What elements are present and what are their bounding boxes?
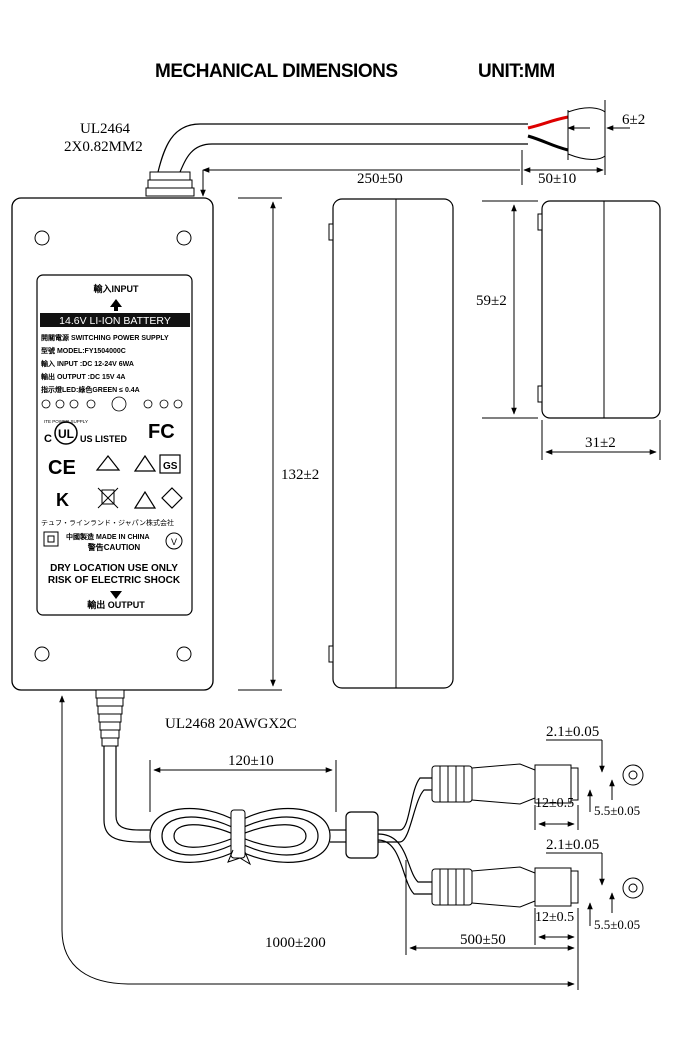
adapter-body-side [332, 198, 454, 689]
plug1-barrel-len: 12±0.5 [535, 796, 574, 811]
screw-hole-br [176, 646, 192, 662]
total-length-dim-line [59, 695, 575, 987]
kc-mark-icon: K [56, 490, 69, 510]
jacket-strip-dim: 50±10 [538, 171, 576, 187]
output-cable-spec: UL2468 20AWGX2C [165, 716, 297, 732]
body-length-dim: 132±2 [281, 467, 319, 483]
label-input-heading: 輸入INPUT [93, 283, 139, 294]
tuv-line: テュフ・ラインランド・ジャパン株式会社 [41, 518, 174, 527]
made-in-line: 中國製造 MADE IN CHINA [66, 532, 150, 541]
ite-line: ITE POWER SUPPLY [44, 419, 88, 424]
fcc-mark-icon: FC [148, 421, 175, 443]
gs-mark-glyph: GS [163, 461, 178, 472]
ul-listed-text: US LISTED [80, 434, 128, 444]
body-height-dim: 59±2 [476, 293, 507, 309]
dc-plug-lower-end [622, 877, 644, 899]
input-cable [157, 123, 528, 173]
body-width-dim: 31±2 [585, 435, 616, 451]
ferrite-core [345, 811, 379, 859]
warning-line-2: RISK OF ELECTRIC SHOCK [48, 575, 181, 586]
adapter-body-end [541, 200, 661, 419]
battery-banner: 14.6V LI-ION BATTERY [59, 315, 171, 327]
output-strain-relief [95, 689, 125, 747]
weee-bin-icon [97, 487, 119, 509]
svg-text:UL: UL [58, 427, 74, 441]
input-strain-relief [145, 171, 195, 197]
gs-mark-icon [159, 454, 181, 474]
efficiency-v-glyph: V [171, 537, 177, 547]
end-clip-top [537, 213, 543, 231]
output-arrow-icon [110, 591, 122, 599]
polarity-symbols [41, 396, 183, 412]
total-length-dim: 1000±200 [265, 935, 326, 951]
diamond-mark-icon [161, 487, 183, 509]
input-cable-spec-1: UL2464 [80, 121, 130, 137]
plug1-outer-dia: 5.5±0.05 [594, 803, 640, 818]
strip-length-dim: 6±2 [622, 112, 645, 128]
screw-hole-tr [176, 230, 192, 246]
label-line-1: 開關電源 SWITCHING POWER SUPPLY [41, 333, 169, 342]
end-clip-bottom [537, 385, 543, 403]
screw-hole-bl [34, 646, 50, 662]
pse-mark-icon [95, 455, 121, 471]
battery-banner-bg [40, 313, 190, 327]
input-cable-spec-2: 2X0.82MM2 [64, 139, 143, 155]
cable-length-dim: 250±50 [357, 171, 403, 187]
efficiency-v-icon [165, 532, 183, 550]
ul-mark-icon: UL C [44, 421, 78, 445]
input-arrow-icon [110, 299, 122, 311]
unit-label: UNIT:MM [478, 61, 555, 82]
rcm-mark-icon [133, 454, 157, 472]
ce-mark-icon: CE [48, 457, 76, 479]
plug2-inner-dia: 2.1±0.05 [546, 837, 599, 853]
side-clip-bottom [328, 645, 334, 663]
plug2-barrel-len: 12±0.5 [535, 910, 574, 925]
caution-line: 警告CAUTION [87, 542, 141, 552]
label-line-5: 指示燈LED:綠色GREEN ≤ 0.4A [41, 385, 140, 394]
split-length-dim: 500±50 [460, 932, 506, 948]
label-output-heading: 輸出 OUTPUT [87, 599, 145, 610]
safety-triangle-icon [133, 490, 157, 509]
loop-length-dim: 120±10 [228, 753, 274, 769]
dc-plug-upper-end [622, 764, 644, 786]
label-line-2: 型號 MODEL:FY1504000C [41, 346, 126, 355]
plug1-inner-dia: 2.1±0.05 [546, 724, 599, 740]
screw-hole-tl [34, 230, 50, 246]
label-line-3: 輸入 INPUT :DC 12-24V 6WA [41, 359, 134, 368]
dc-plug-lower [431, 866, 579, 908]
product-label [36, 274, 193, 616]
side-clip-top [328, 223, 334, 241]
svg-text:C: C [44, 433, 52, 445]
drawing-title: MECHANICAL DIMENSIONS [155, 61, 398, 82]
plug2-outer-dia: 5.5±0.05 [594, 917, 640, 932]
double-insulation-inner [47, 535, 55, 543]
double-insulation-icon [43, 531, 59, 547]
wire-leads [527, 100, 606, 175]
warning-line-1: DRY LOCATION USE ONLY [50, 563, 178, 574]
label-line-4: 輸出 OUTPUT :DC 15V 4A [41, 372, 125, 381]
